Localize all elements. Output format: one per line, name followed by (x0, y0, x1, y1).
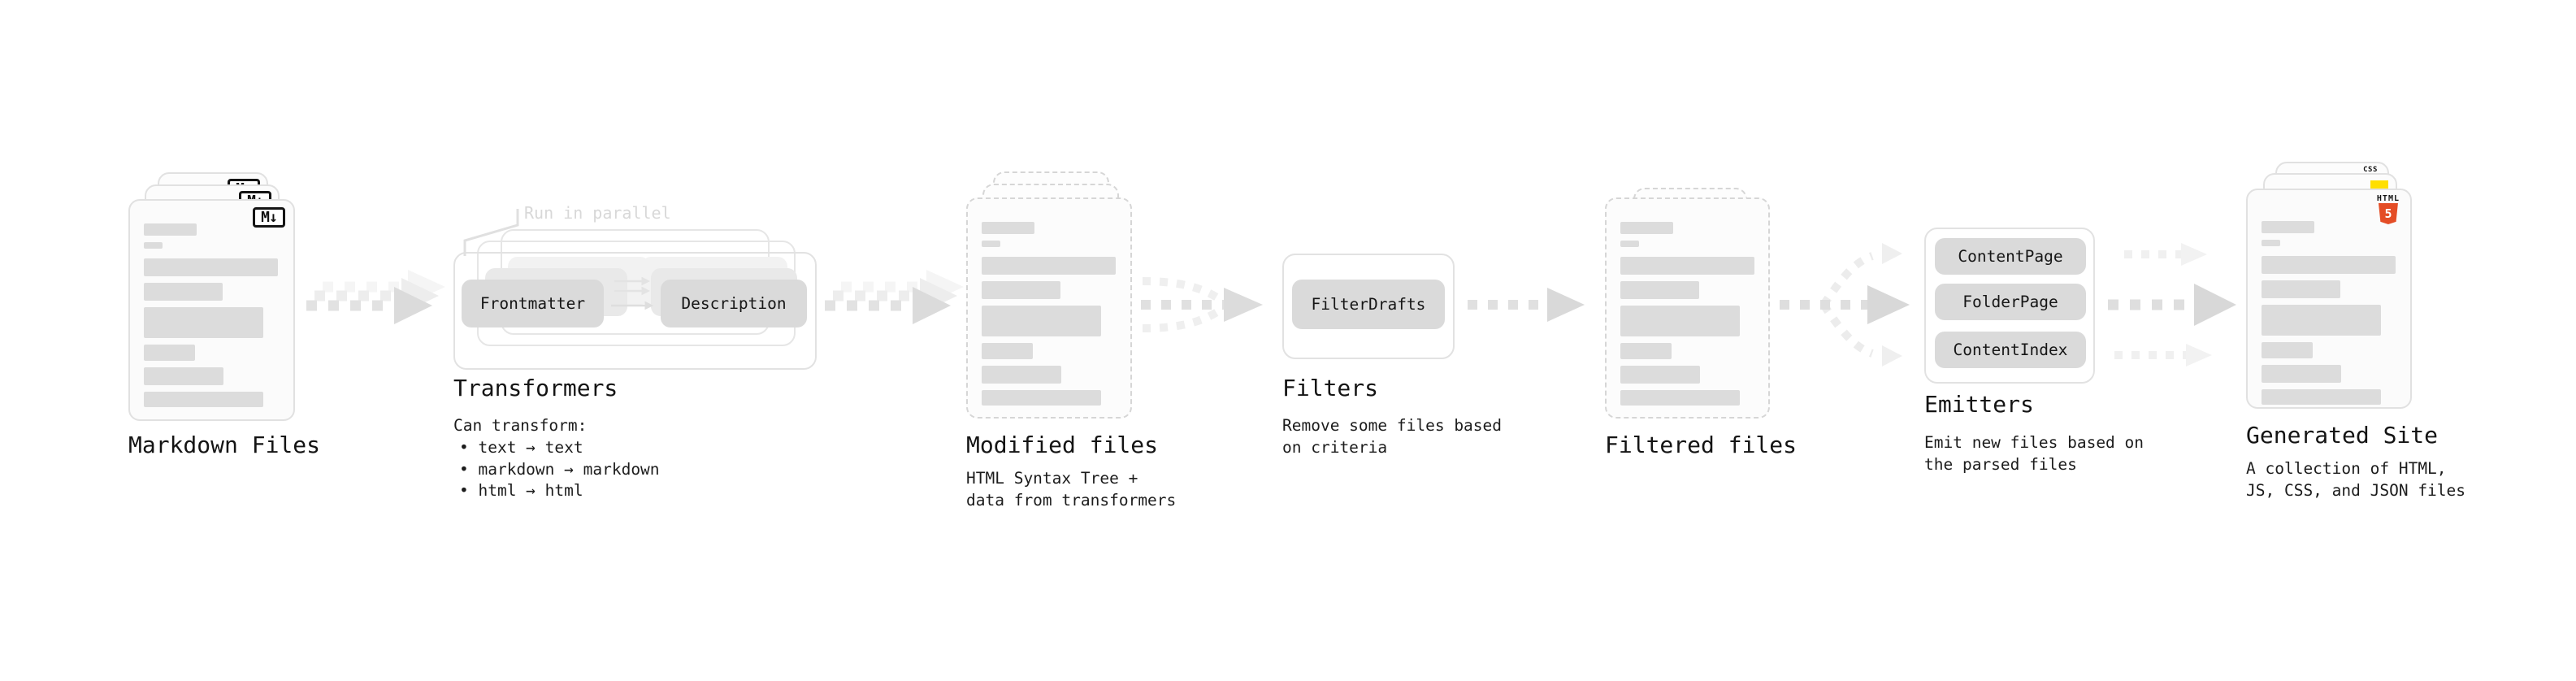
text-line-placeholder (982, 222, 1034, 234)
plugin-frontmatter: Frontmatter (462, 280, 604, 327)
text-line-placeholder (1620, 366, 1700, 384)
filters-description: Remove some files based on criteria (1282, 416, 1503, 457)
text-line-placeholder (2262, 240, 2280, 246)
text-line-placeholder (982, 343, 1033, 359)
file-content-placeholder (2262, 221, 2396, 411)
file-content-placeholder (1620, 222, 1754, 412)
text-line-placeholder (2262, 280, 2340, 298)
file-content-placeholder (982, 222, 1116, 412)
js-file-icon (2370, 180, 2388, 190)
modified-files-description: HTML Syntax Tree + data from transformer… (966, 469, 1177, 510)
generated-site-description: A collection of HTML, JS, CSS, and JSON … (2246, 459, 2466, 500)
text-line-placeholder (144, 283, 223, 301)
emitters-description: Emit new files based on the parsed files (1924, 433, 2144, 474)
text-line-placeholder (144, 392, 263, 407)
text-line-placeholder (2262, 389, 2381, 405)
transformers-desc-heading: Can transform: (453, 416, 588, 435)
arrow-filters-to-filtered (1463, 275, 1593, 338)
plugin-filterdrafts: FilterDrafts (1292, 280, 1445, 329)
text-line-placeholder (982, 241, 1000, 247)
emitters-title: Emitters (1924, 391, 2034, 418)
plugin-folderpage: FolderPage (1935, 284, 2086, 320)
transformers-bullet-list: • text → text • markdown → markdown • ht… (459, 437, 660, 502)
text-line-placeholder (144, 258, 278, 276)
text-line-placeholder (2262, 342, 2313, 358)
filters-title: Filters (1282, 375, 1379, 401)
text-line-placeholder (982, 366, 1061, 384)
transformers-title: Transformers (453, 375, 618, 401)
generated-site-title: Generated Site (2246, 422, 2439, 449)
text-line-placeholder (982, 306, 1101, 336)
markdown-files-title: Markdown Files (128, 432, 321, 458)
generated-file-card-front: HTML 5 (2246, 189, 2412, 409)
emitters-frame (1924, 228, 2095, 384)
text-line-placeholder (2262, 365, 2341, 383)
plugin-contentpage: ContentPage (1935, 238, 2086, 275)
text-line-placeholder (1620, 222, 1673, 234)
modified-files-title: Modified files (966, 432, 1159, 458)
plugin-description: Description (661, 280, 807, 327)
filters-frame (1282, 254, 1455, 359)
filtered-files-title: Filtered files (1605, 432, 1798, 458)
text-line-placeholder (2262, 305, 2381, 336)
plugin-contentindex: ContentIndex (1935, 332, 2086, 368)
markdown-file-card-front: M↓ (128, 199, 295, 421)
filtered-file-card-front (1605, 197, 1770, 419)
text-line-placeholder (144, 345, 195, 361)
text-line-placeholder (982, 390, 1101, 406)
arrow-filtered-to-emitters (1776, 238, 1916, 375)
bullet-item: • markdown → markdown (459, 459, 660, 479)
bullet-item: • text → text (459, 438, 583, 457)
text-line-placeholder (1620, 281, 1699, 299)
parallel-note-leader-line (453, 195, 551, 260)
html5-word: HTML (2376, 194, 2400, 203)
arrow-emitters-to-generated (2106, 238, 2246, 375)
text-line-placeholder (1620, 241, 1639, 247)
text-line-placeholder (982, 257, 1116, 275)
text-line-placeholder (1620, 343, 1672, 359)
css-label: CSS (2363, 166, 2378, 174)
text-line-placeholder (1620, 306, 1740, 336)
arrow-modified-to-filters (1136, 267, 1274, 348)
text-line-placeholder (2262, 256, 2396, 274)
bullet-item: • html → html (459, 481, 583, 500)
markdown-icon: M↓ (253, 207, 285, 228)
text-line-placeholder (144, 367, 223, 385)
html5-number: 5 (2384, 206, 2392, 221)
text-line-placeholder (2262, 221, 2314, 233)
text-line-placeholder (982, 281, 1060, 299)
modified-file-card-front (966, 197, 1132, 419)
html5-icon: HTML 5 (2377, 194, 2400, 224)
text-line-placeholder (144, 242, 163, 249)
transformers-frame-front (453, 252, 817, 370)
text-line-placeholder (1620, 257, 1754, 275)
arrow-transformers-to-modified (821, 268, 969, 345)
parallel-note: Run in parallel (524, 203, 671, 223)
arrow-markdown-to-transformers (302, 268, 450, 345)
transform-step-arrows (609, 270, 661, 315)
text-line-placeholder (1620, 390, 1740, 406)
file-content-placeholder (144, 223, 278, 414)
text-line-placeholder (144, 223, 197, 236)
text-line-placeholder (144, 307, 263, 338)
